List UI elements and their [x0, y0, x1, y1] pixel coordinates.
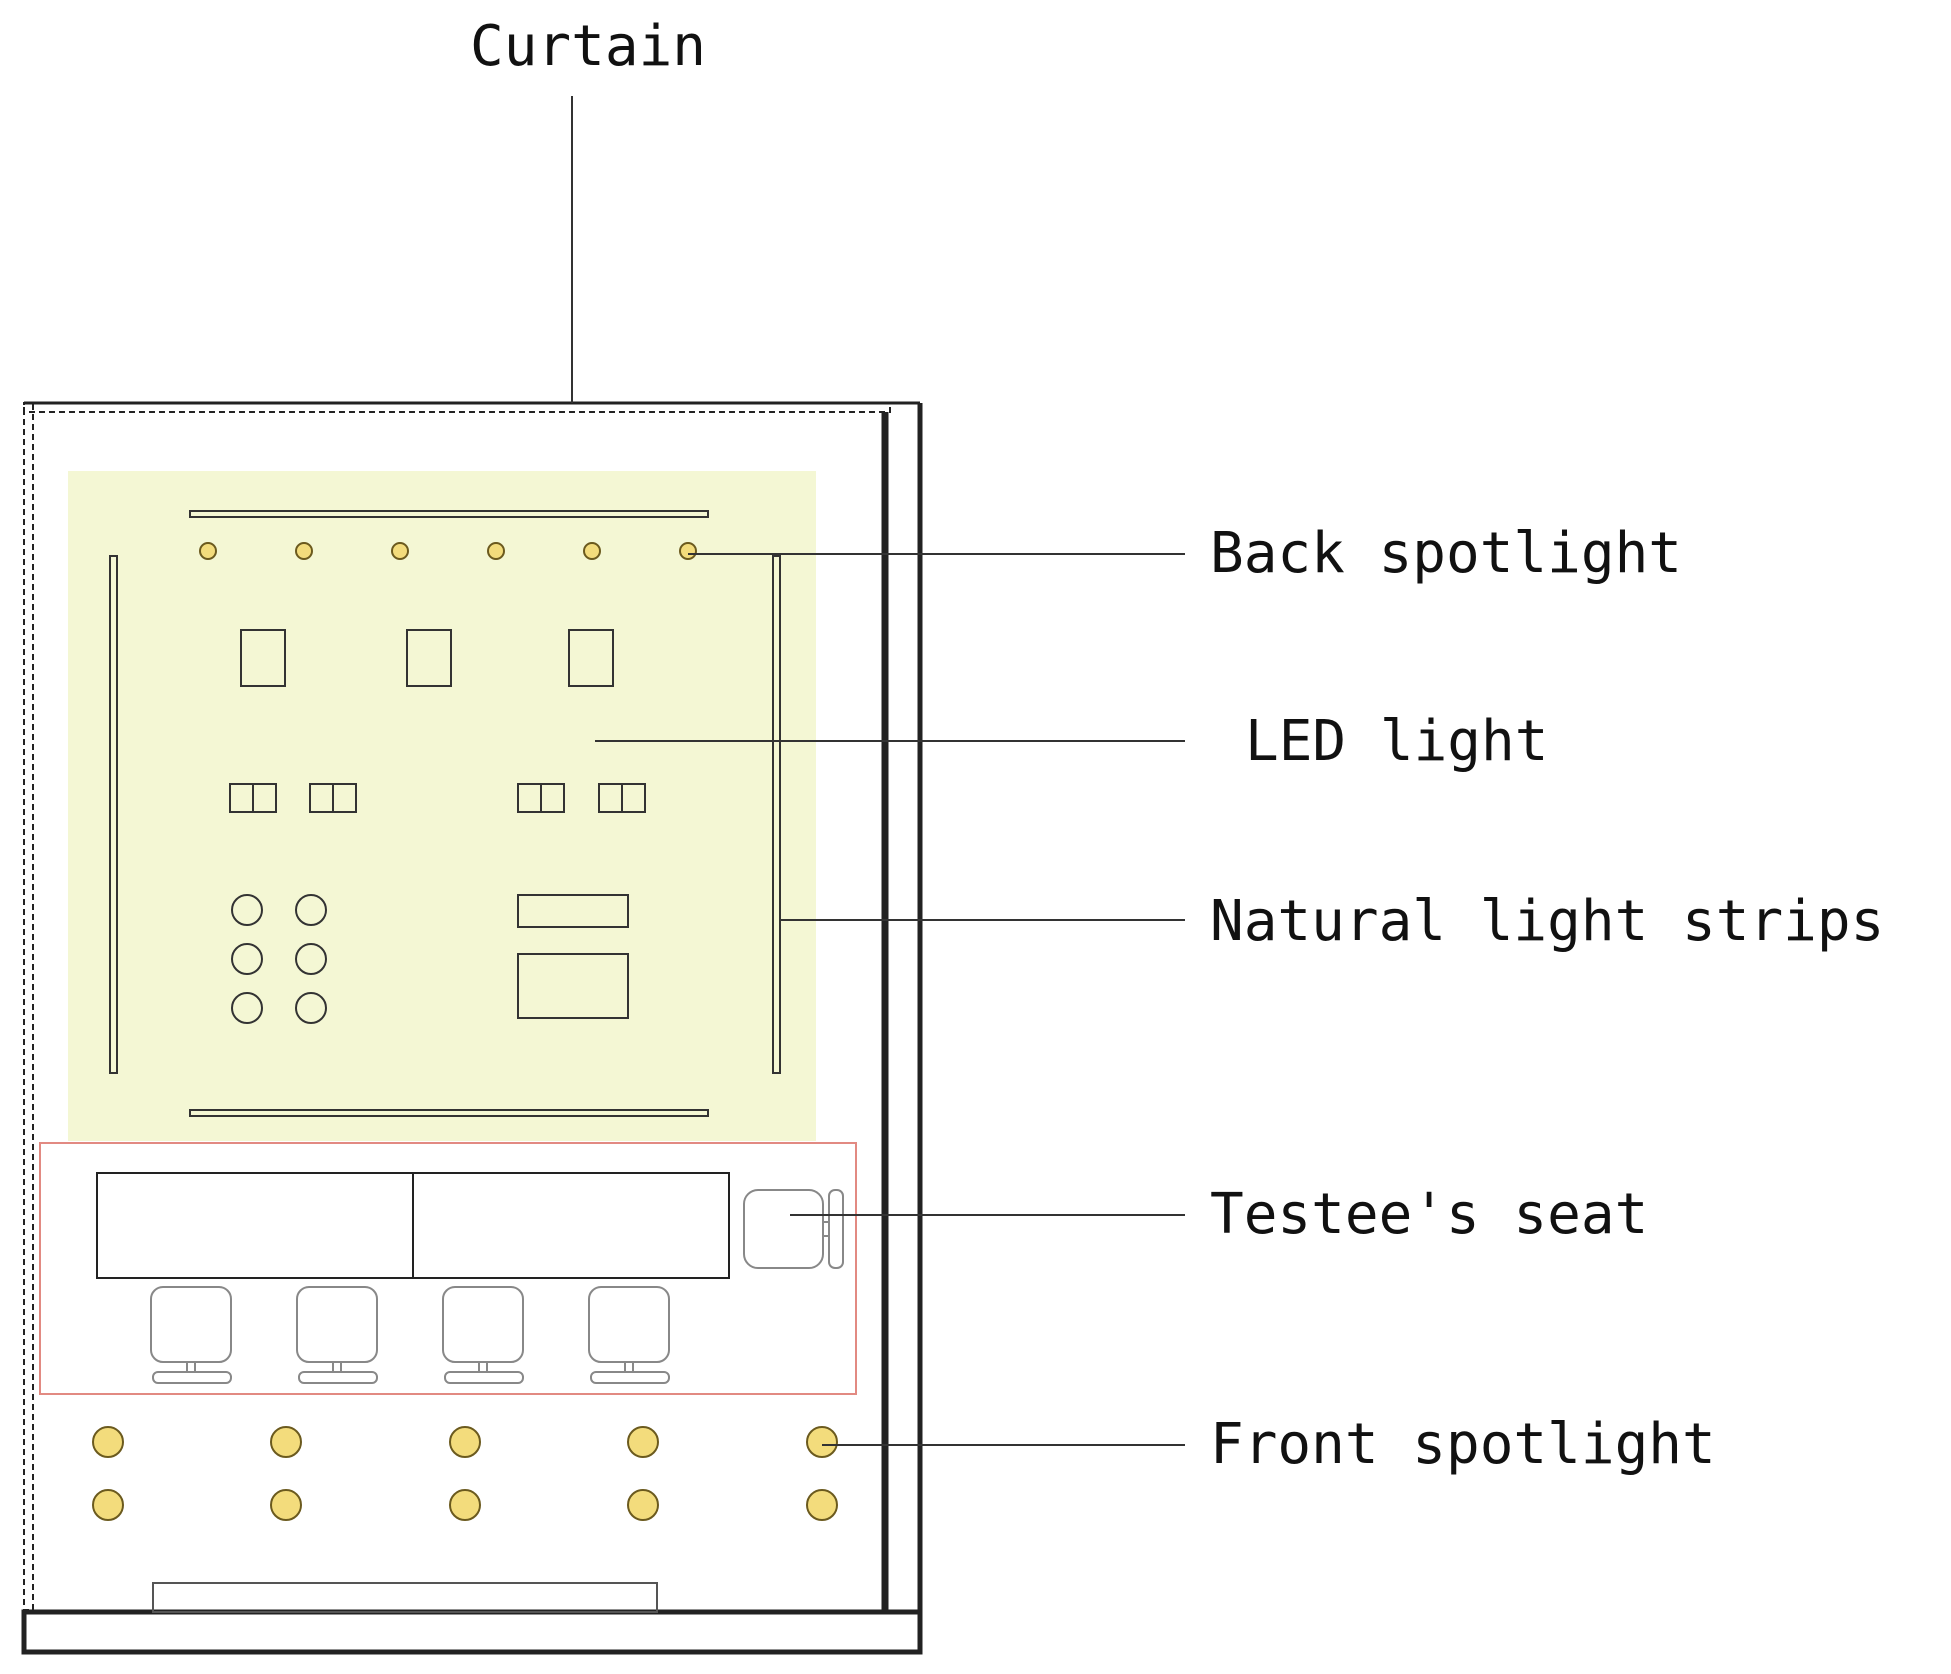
entrance-bench — [152, 1582, 658, 1613]
back-spotlight — [295, 542, 313, 560]
led-double-unit — [309, 783, 357, 813]
natural-light-strip-top — [189, 510, 709, 518]
natural-light-strip-right — [772, 555, 781, 1074]
round-lamp — [231, 992, 263, 1024]
round-lamp — [231, 894, 263, 926]
seat-zone-outline — [39, 1142, 857, 1395]
testee-seat — [743, 1189, 844, 1269]
led-panel — [406, 629, 452, 687]
room — [21, 401, 923, 1655]
round-lamp — [295, 894, 327, 926]
audience-chair — [296, 1286, 378, 1384]
back-spotlights — [199, 542, 697, 560]
back-spotlight — [679, 542, 697, 560]
round-lamp — [295, 943, 327, 975]
stage-area — [68, 471, 816, 1141]
front-spotlight — [270, 1489, 302, 1521]
led-panel — [568, 629, 614, 687]
labels: Curtain Back spotlight LED light Natural… — [470, 14, 1884, 1477]
curtain-label: Curtain — [470, 14, 706, 79]
back-spotlight — [199, 542, 217, 560]
front-spotlight — [806, 1426, 838, 1458]
front-spotlight — [627, 1489, 659, 1521]
leader-lines — [571, 96, 1185, 1446]
front-spotlight — [449, 1426, 481, 1458]
natural-light-strip-bottom — [189, 1109, 709, 1117]
led-double-unit — [229, 783, 277, 813]
front-spotlight — [92, 1489, 124, 1521]
front-spotlight — [627, 1426, 659, 1458]
audience-chairs — [150, 1286, 670, 1384]
round-lamp — [295, 992, 327, 1024]
audience-chair — [442, 1286, 524, 1384]
natural-light-strip-left — [109, 555, 118, 1074]
room-wall-bottom — [21, 1609, 923, 1655]
front-spotlights — [92, 1426, 838, 1521]
audience-chair — [150, 1286, 232, 1384]
led-panel — [240, 629, 286, 687]
led-double-unit — [598, 783, 646, 813]
led-box — [517, 953, 629, 1019]
back-spotlight — [391, 542, 409, 560]
back-spotlight-label: Back spotlight — [1210, 521, 1682, 586]
led-bar — [517, 894, 629, 928]
seating-zone — [39, 1142, 857, 1395]
curtain-left — [23, 402, 34, 1611]
testee-seat-label: Testee's seat — [1210, 1182, 1648, 1247]
audience-chair — [588, 1286, 670, 1384]
stage-background — [68, 471, 816, 1141]
front-spotlight — [270, 1426, 302, 1458]
back-spotlight — [487, 542, 505, 560]
front-spotlight — [449, 1489, 481, 1521]
led-lights — [229, 629, 646, 1024]
front-spotlight — [806, 1489, 838, 1521]
natural-light-strips-label: Natural light strips — [1210, 889, 1884, 954]
round-lamp — [231, 943, 263, 975]
front-spotlight — [92, 1426, 124, 1458]
led-light-label: LED light — [1245, 709, 1548, 774]
back-spotlight — [583, 542, 601, 560]
led-double-unit — [517, 783, 565, 813]
front-spotlight-label: Front spotlight — [1210, 1412, 1716, 1477]
